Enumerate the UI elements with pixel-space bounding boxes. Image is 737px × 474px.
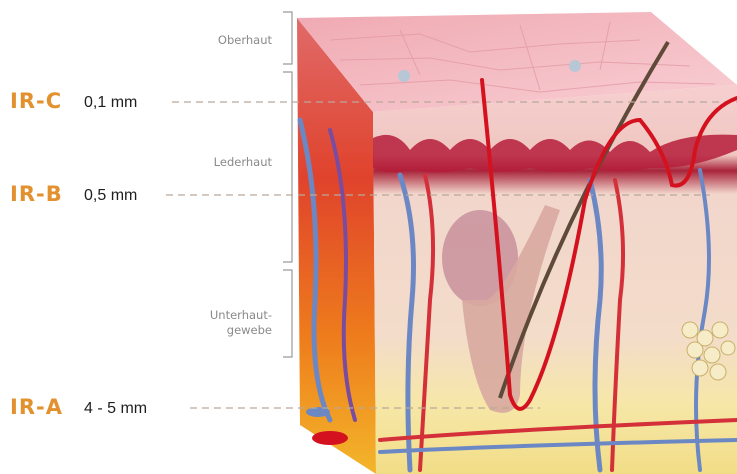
layer-label-lederhaut: Lederhaut bbox=[150, 155, 272, 170]
pore bbox=[398, 70, 410, 82]
pore bbox=[569, 60, 581, 72]
ir-b-depth: 0,5 mm bbox=[84, 187, 137, 205]
ir-c-label: IR-C bbox=[10, 89, 62, 113]
ir-b-label: IR-B bbox=[10, 182, 63, 206]
layer-brackets bbox=[283, 12, 292, 357]
layer-label-oberhaut: Oberhaut bbox=[150, 33, 272, 48]
layer-label-line: Unterhaut- bbox=[140, 308, 272, 323]
layer-label-unterhaut: Unterhaut- gewebe bbox=[140, 308, 272, 338]
red-vessel-end bbox=[312, 431, 348, 445]
layer-label-line: gewebe bbox=[140, 323, 272, 338]
layer-label-line: Oberhaut bbox=[150, 33, 272, 48]
ir-a-label: IR-A bbox=[10, 395, 63, 419]
ir-a-depth: 4 - 5 mm bbox=[84, 400, 147, 418]
ir-c-depth: 0,1 mm bbox=[84, 94, 137, 112]
layer-label-line: Lederhaut bbox=[150, 155, 272, 170]
